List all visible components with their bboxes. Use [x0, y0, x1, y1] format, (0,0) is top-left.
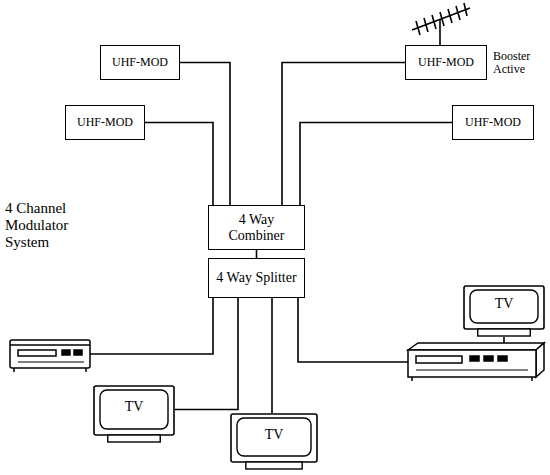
tv-label: TV — [265, 427, 284, 443]
cable-line — [175, 298, 238, 410]
box-label: UHF-MOD — [77, 116, 133, 129]
booster-note: Booster Active — [493, 50, 548, 77]
cable-wire — [90, 298, 213, 354]
antenna — [412, 3, 470, 45]
cable-line — [271, 298, 273, 413]
cable-wire — [298, 298, 408, 362]
tv-label: TV — [125, 399, 144, 415]
video-recorder — [408, 343, 544, 381]
tv-set: TV — [230, 413, 318, 470]
box-label: 4 Way Combiner — [213, 212, 300, 243]
cable-line — [282, 63, 405, 206]
modulator-box: UHF-MOD — [65, 105, 145, 140]
system-title: 4 Channel Modulator System — [5, 200, 100, 250]
box-label: UHF-MOD — [465, 116, 521, 129]
video-recorder — [10, 340, 90, 372]
cable-line — [145, 123, 213, 206]
box-label: 4 Way Splitter — [216, 270, 296, 286]
cable-wire — [503, 337, 505, 343]
cable-line — [300, 123, 452, 206]
modulator-box: UHF-MOD — [100, 45, 180, 80]
box-label: UHF-MOD — [112, 56, 168, 69]
combiner-box: 4 Way Combiner — [208, 205, 305, 250]
tv-set: TV — [93, 385, 175, 443]
tv-label: TV — [495, 296, 514, 312]
modulator-box: UHF-MOD — [452, 105, 534, 140]
cable-line — [180, 63, 230, 206]
modulator-box: UHF-MOD — [405, 45, 487, 80]
splitter-box: 4 Way Splitter — [208, 258, 305, 298]
tv-set: TV — [463, 285, 545, 337]
cable-line — [256, 250, 258, 258]
box-label: UHF-MOD — [418, 56, 474, 69]
